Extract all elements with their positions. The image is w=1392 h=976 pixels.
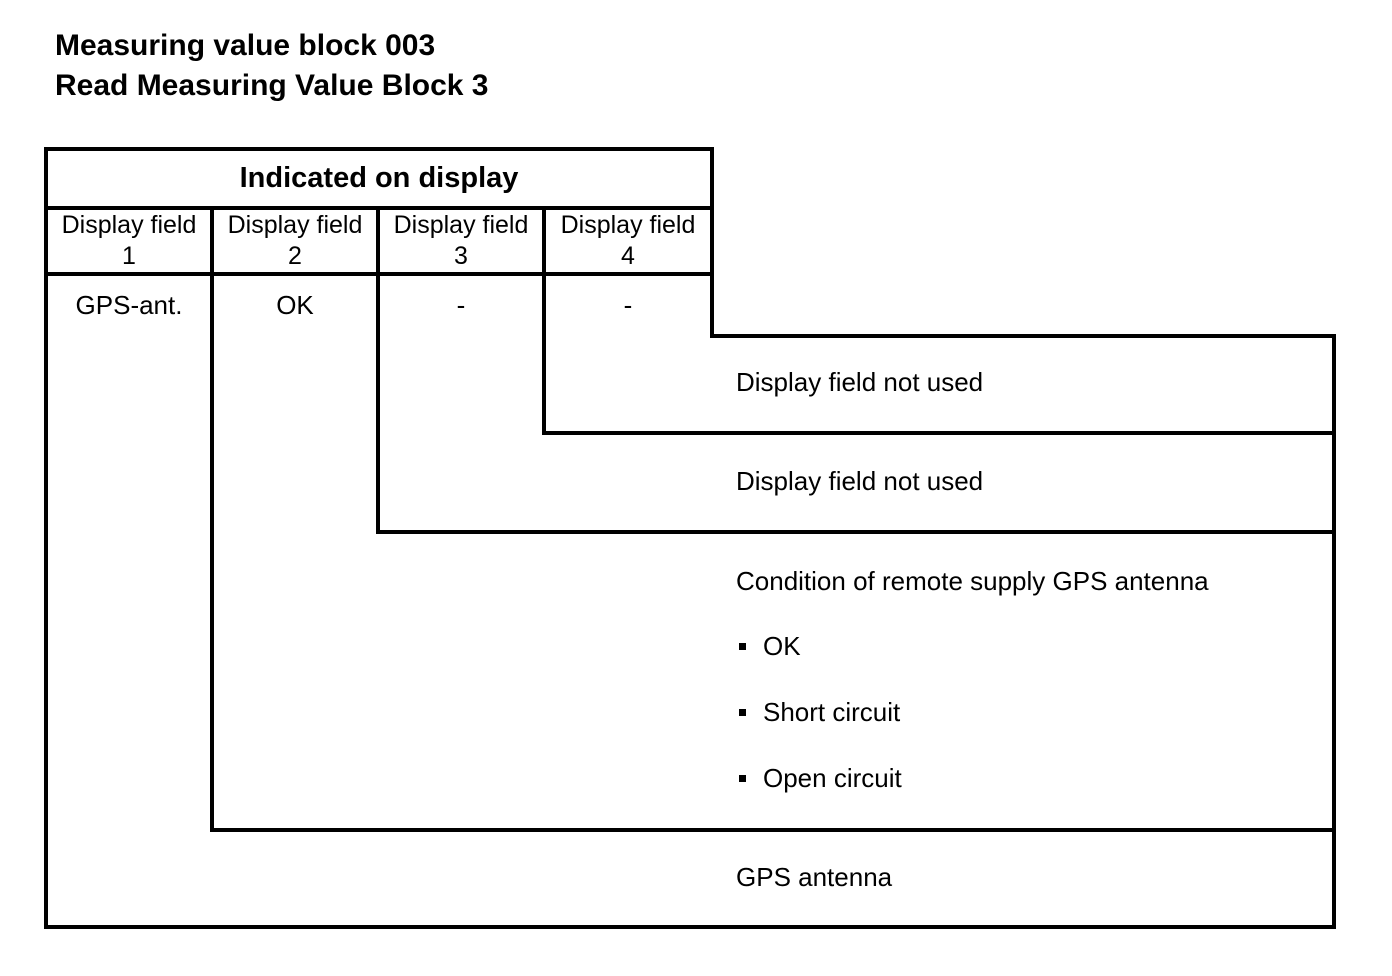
- callout-field3-bottom-line: [376, 530, 1336, 534]
- value-display-field-4: -: [623, 290, 633, 320]
- table-left-border: [44, 147, 48, 929]
- column-separator-2-3: [376, 206, 380, 534]
- bullet-label: OK: [763, 631, 801, 661]
- column-header-number: 1: [122, 242, 136, 270]
- callout-field2-bullet-short-circuit: Short circuit: [739, 697, 900, 727]
- value-display-field-2: OK: [276, 290, 314, 320]
- table-header: Indicated on display: [239, 162, 519, 194]
- table-top-border: [44, 147, 714, 151]
- callout-field4-top-line: [710, 334, 1336, 338]
- bullet-icon: [739, 774, 746, 782]
- column-header-label: Display field: [227, 211, 363, 239]
- bullet-icon: [739, 642, 746, 650]
- callout-right-border: [1332, 334, 1336, 929]
- column-header-label: Display field: [560, 211, 696, 239]
- column-header-display-field-3: Display field 3: [380, 210, 542, 272]
- column-header-number: 3: [454, 242, 468, 270]
- page-title-read-block: Read Measuring Value Block 3: [55, 69, 489, 102]
- column-header-display-field-4: Display field 4: [546, 210, 710, 272]
- column-header-display-field-2: Display field 2: [214, 210, 376, 272]
- callout-field2-bottom-line: [210, 828, 1336, 832]
- value-display-field-1: GPS-ant.: [75, 290, 183, 320]
- column-separator-1-2: [210, 206, 214, 832]
- callout-field2-bullet-open-circuit: Open circuit: [739, 763, 902, 793]
- callout-field1-bottom-line: [44, 925, 1336, 929]
- column-header-number: 4: [621, 242, 635, 270]
- callout-field2-heading: Condition of remote supply GPS antenna: [736, 566, 1209, 596]
- column-header-number: 2: [288, 242, 302, 270]
- bullet-label: Short circuit: [763, 697, 901, 727]
- column-header-label: Display field: [393, 211, 529, 239]
- bullet-icon: [739, 708, 746, 716]
- value-display-field-3: -: [456, 290, 466, 320]
- callout-field4-bottom-line: [542, 431, 1336, 435]
- column-header-display-field-1: Display field 1: [48, 210, 210, 272]
- callout-field4-label: Display field not used: [736, 367, 984, 397]
- page-title-block-number: Measuring value block 003: [55, 29, 436, 62]
- callout-field3-label: Display field not used: [736, 466, 984, 496]
- callout-field1-label: GPS antenna: [736, 862, 893, 892]
- callout-field2-bullet-ok: OK: [739, 631, 801, 661]
- table-right-border: [710, 147, 714, 338]
- bullet-label: Open circuit: [763, 763, 902, 793]
- column-separator-3-4: [542, 206, 546, 435]
- column-header-label: Display field: [61, 211, 197, 239]
